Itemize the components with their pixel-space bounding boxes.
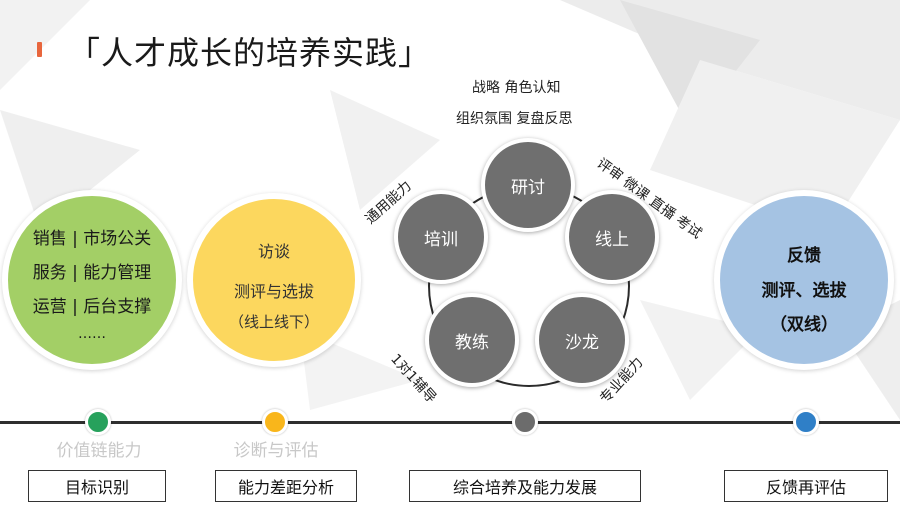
diagnosis-line-1: 访谈: [257, 242, 290, 261]
diagnosis-circle: 访谈 测评与选拔 （线上线下）: [187, 193, 361, 367]
node-training: 培训: [394, 190, 488, 284]
faint-label-value-chain: 价值链能力: [56, 441, 142, 461]
node-coaching: 教练: [425, 293, 519, 387]
timeline-dot-gray: [512, 409, 538, 435]
node-salon: 沙龙: [535, 293, 629, 387]
business-line-1: 销售 | 市场公关: [32, 229, 152, 249]
business-line-2: 服务 | 能力管理: [32, 263, 152, 283]
title-accent-bar: [37, 42, 42, 57]
step-comprehensive-development: 综合培养及能力发展: [409, 470, 641, 502]
timeline-dot-green: [85, 409, 111, 435]
faint-label-diagnosis: 诊断与评估: [233, 441, 319, 461]
timeline-dot-blue: [793, 409, 819, 435]
label-strategy-role: 战略 角色认知: [472, 80, 561, 96]
page-title: 「人才成长的培养实践」: [68, 34, 432, 72]
step-feedback-reassessment: 反馈再评估: [724, 470, 888, 502]
diagnosis-line-3: （线上线下）: [228, 313, 319, 331]
feedback-line-2: 测评、选拔: [761, 281, 847, 301]
timeline-dot-yellow: [262, 409, 288, 435]
feedback-circle: 反馈 测评、选拔 （双线）: [714, 190, 894, 370]
label-org-reflection: 组织氛围 复盘反思: [456, 111, 573, 127]
step-goal-identification: 目标识别: [28, 470, 166, 502]
timeline-axis: [0, 421, 900, 424]
feedback-line-3: （双线）: [770, 315, 838, 335]
feedback-line-1: 反馈: [787, 246, 821, 266]
business-lines-circle: 销售 | 市场公关 服务 | 能力管理 运营 | 后台支撑 ……: [2, 190, 182, 370]
diagnosis-line-2: 测评与选拔: [233, 282, 314, 301]
business-line-ellipsis: ……: [78, 326, 106, 342]
node-online: 线上: [565, 190, 659, 284]
business-line-3: 运营 | 后台支撑: [32, 297, 152, 317]
step-gap-analysis: 能力差距分析: [215, 470, 357, 502]
node-seminar: 研讨: [481, 138, 575, 232]
